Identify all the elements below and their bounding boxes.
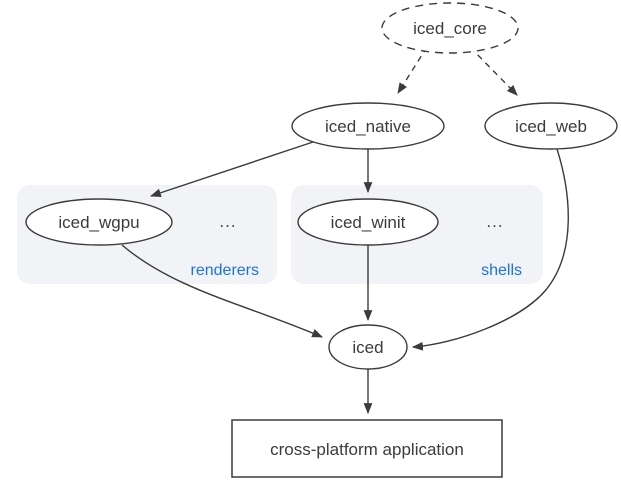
edge-core-to-web bbox=[469, 46, 518, 96]
node-application: cross-platform application bbox=[231, 419, 503, 478]
iced-winit-ellipse bbox=[297, 198, 439, 246]
edge-core-to-native bbox=[397, 46, 428, 94]
edge-native-to-wgpu bbox=[149, 141, 314, 198]
iced-wgpu-label: iced_wgpu bbox=[58, 213, 139, 232]
application-label: cross-platform application bbox=[270, 440, 464, 459]
renderers-group-label: renderers bbox=[191, 262, 259, 279]
iced-web-ellipse bbox=[484, 102, 618, 150]
node-iced-winit: iced_winit bbox=[297, 198, 439, 246]
node-iced-core: iced_core bbox=[381, 2, 519, 54]
shells-ellipsis: ... bbox=[486, 212, 503, 231]
iced-native-label: iced_native bbox=[325, 117, 411, 136]
shells-group-label: shells bbox=[481, 262, 522, 279]
iced-winit-label: iced_winit bbox=[331, 213, 406, 232]
iced-web-label: iced_web bbox=[515, 117, 587, 136]
node-iced-native: iced_native bbox=[291, 102, 445, 150]
node-iced-wgpu: iced_wgpu bbox=[25, 198, 173, 246]
edge-wgpu-to-iced bbox=[121, 244, 324, 338]
renderers-ellipsis: ... bbox=[219, 212, 236, 231]
iced-wgpu-ellipse bbox=[25, 198, 173, 246]
iced-ellipse bbox=[328, 324, 408, 370]
iced-core-ellipse bbox=[381, 2, 519, 54]
iced-core-label: iced_core bbox=[413, 19, 487, 38]
node-iced: iced bbox=[328, 324, 408, 370]
node-iced-web: iced_web bbox=[484, 102, 618, 150]
application-rect bbox=[231, 419, 503, 478]
edge-web-to-iced bbox=[411, 148, 569, 351]
iced-native-ellipse bbox=[291, 102, 445, 150]
iced-label: iced bbox=[352, 338, 383, 357]
